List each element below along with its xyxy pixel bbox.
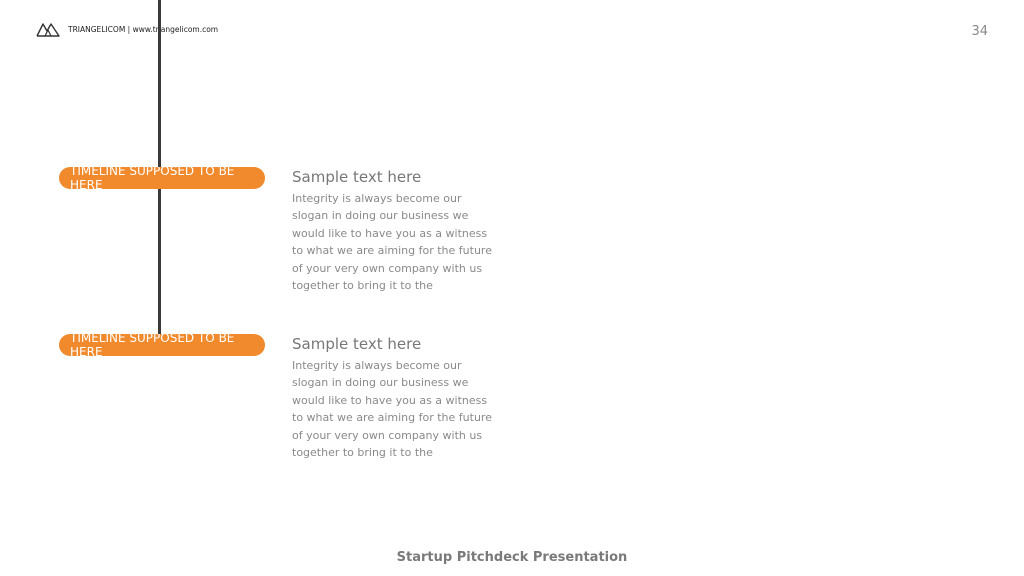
triangle-logo-icon xyxy=(36,23,60,37)
timeline-pill-label: TIMELINE SUPPOSED TO BE HERE xyxy=(70,167,235,189)
timeline-pill: TIMELINE SUPPOSED TO BE HERE xyxy=(59,334,265,356)
item-heading: Sample text here xyxy=(292,335,422,353)
item-body: Integrity is always become our slogan in… xyxy=(292,359,492,460)
brand-text: TRIANGELICOM | www.triangelicom.com xyxy=(68,25,219,34)
item-body: Integrity is always become our slogan in… xyxy=(292,192,492,293)
timeline-pill-label: TIMELINE SUPPOSED TO BE HERE xyxy=(70,334,235,356)
page-number: 34 xyxy=(971,24,988,39)
item-heading: Sample text here xyxy=(292,168,422,186)
timeline-pill: TIMELINE SUPPOSED TO BE HERE xyxy=(59,167,265,189)
presentation-title: Startup Pitchdeck Presentation xyxy=(396,550,628,565)
